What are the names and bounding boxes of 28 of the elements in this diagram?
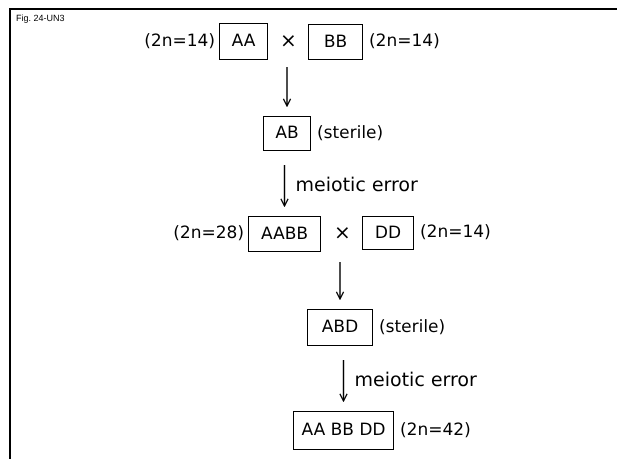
genome-box: [219, 23, 268, 60]
annotation: (sterile): [317, 124, 384, 142]
genome-box: [308, 24, 363, 60]
arrow: [280, 165, 289, 207]
annotation: (2n=14): [144, 32, 215, 50]
arrow: [336, 262, 344, 300]
genome-box: [362, 216, 414, 250]
genome-box: [248, 216, 321, 252]
annotation: (2n=28): [173, 225, 244, 242]
genome-label: DD: [374, 224, 402, 242]
genome-box: [307, 309, 373, 346]
genome-label: BB: [324, 34, 348, 50]
genome-label: AABB: [260, 226, 308, 242]
annotation: (2n=14): [369, 33, 440, 50]
genome-label: ABD: [322, 319, 358, 336]
figure-number: Fig. 24-UN3: [16, 14, 65, 23]
arrow: [339, 360, 348, 402]
arrow: [282, 67, 292, 107]
annotation: (sterile): [379, 318, 446, 336]
cross-symbol: ×: [280, 30, 297, 50]
genome-box: [263, 116, 311, 151]
annotation: (2n=42): [400, 422, 471, 438]
genome-label: AB: [275, 125, 299, 142]
cross-symbol: ×: [334, 222, 351, 242]
genome-label: AA: [232, 33, 256, 50]
annotation: (2n=14): [420, 224, 491, 241]
genome-label: AA BB DD: [301, 422, 386, 439]
genome-box: [293, 411, 394, 450]
